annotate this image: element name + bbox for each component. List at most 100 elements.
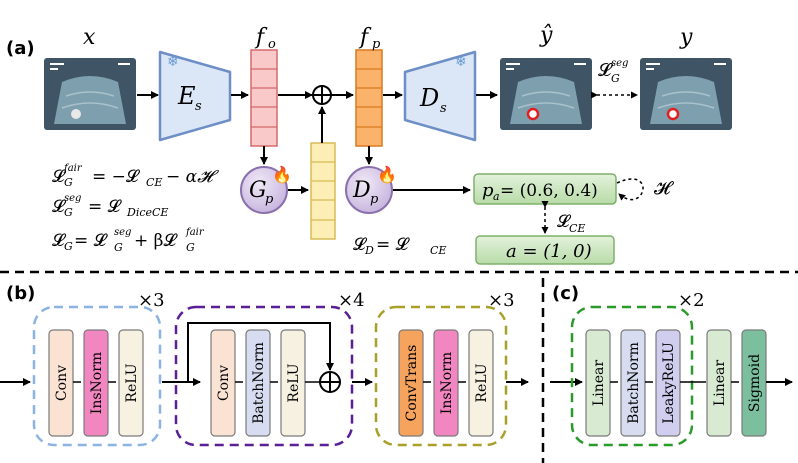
decoder-ds: ❄: [403, 50, 477, 142]
eq-total-seg-sup: seg: [114, 227, 131, 238]
block-conv-b2: [210, 329, 236, 437]
fp-label: f: [358, 25, 372, 50]
block-c1-label-0: Linear: [591, 360, 607, 406]
x-label: x: [83, 25, 96, 50]
group-b1-border: [32, 305, 162, 447]
group-b2-repeat: ×4: [338, 290, 365, 311]
eq-total-beta: + β𝓛: [134, 231, 178, 251]
group-b1-blocks: [48, 329, 144, 437]
eq-disc-ce: CE: [430, 244, 446, 257]
feature-perturbation-column: [310, 142, 336, 240]
skip-connection-arrow: [187, 322, 334, 382]
yhat-label: ŷ: [539, 23, 553, 48]
block-b2-label-0: Conv: [216, 365, 232, 401]
eq-fair-ce: CE: [146, 176, 162, 189]
eq-seg-rhs: = 𝓛: [88, 197, 123, 217]
block-b1-label-1: InsNorm: [89, 352, 105, 414]
a-value: a = (1, 0): [506, 241, 592, 262]
flame-icon-dp: 🔥: [377, 165, 397, 184]
decoder-label: D: [419, 84, 439, 112]
ce-loss-symbol: 𝓛: [557, 212, 572, 232]
block-relu-b2: [280, 329, 306, 437]
block-c-tail-label-0: Linear: [712, 360, 728, 406]
block-relu-b3: [468, 329, 494, 437]
panel-b-label: (b): [6, 283, 35, 304]
group-b3-border: [374, 305, 508, 447]
seg-loss-sub: G: [611, 72, 620, 85]
residual-add-node: [319, 371, 341, 393]
block-batchnorm: [245, 329, 271, 437]
eq-total-seg-sub: G: [114, 241, 123, 254]
feature-fp-column: [355, 49, 383, 147]
eq-seg-dice: DiceCE: [126, 206, 168, 219]
block-b3-label-2: ReLU: [474, 363, 490, 402]
eq-seg-sub: G: [64, 206, 73, 219]
pa-value: = (0.6, 0.4): [500, 181, 598, 201]
block-c-tail-label-1: Sigmoid: [747, 354, 763, 412]
equation-seg: 𝓛 seg G = 𝓛 DiceCE: [52, 193, 168, 219]
input-image-x: [44, 58, 136, 130]
block-insnorm-b3: [433, 329, 459, 437]
discriminator-dp: 🔥: [345, 165, 397, 214]
output-image-yhat: [500, 58, 592, 130]
ce-loss-sub: CE: [569, 222, 585, 235]
group-c1-blocks: [585, 329, 681, 437]
label-box: [475, 235, 615, 265]
dp-label: D: [352, 178, 371, 203]
eq-total-fair-sup: fair: [185, 227, 205, 238]
eq-fair-L: 𝓛: [52, 167, 67, 187]
pa-symbol: p: [482, 180, 494, 201]
block-conv: [48, 329, 74, 437]
gp-sub: p: [265, 192, 274, 207]
group-b3-blocks: [398, 329, 494, 437]
snowflake-icon: ❄: [167, 55, 179, 70]
seg-loss-sup: seg: [611, 58, 628, 69]
block-batchnorm-c: [620, 329, 646, 437]
block-convtrans: [398, 329, 424, 437]
fp-sub: p: [372, 37, 381, 52]
eq-total-rhs: = 𝓛: [74, 231, 109, 251]
block-c1-label-1: BatchNorm: [626, 342, 642, 424]
gp-label: G: [249, 178, 267, 203]
equation-disc: 𝓛 D = 𝓛 CE: [353, 235, 446, 257]
ground-truth-image-y: [640, 58, 732, 130]
entropy-label: 𝓗: [654, 178, 675, 199]
panel-c-label: (c): [552, 283, 579, 304]
eq-fair-sup: fair: [63, 163, 83, 174]
group-b3-repeat: ×3: [488, 290, 515, 311]
y-label: y: [679, 25, 693, 50]
decoder-sub: s: [440, 101, 447, 116]
generator-gp: 🔥: [240, 165, 292, 214]
block-insnorm: [83, 329, 109, 437]
eq-total-fair-sub: G: [186, 241, 195, 254]
entropy-loop-arrow: [616, 178, 644, 201]
eq-fair-sub: G: [64, 176, 73, 189]
eq-disc-L: 𝓛: [353, 235, 368, 255]
eq-fair-tail: − α𝓗: [166, 167, 219, 187]
group-b2-border: [174, 305, 354, 447]
encoder-es: ❄: [158, 50, 232, 142]
eq-seg-L: 𝓛: [52, 197, 67, 217]
block-relu: [118, 329, 144, 437]
eq-disc-sub: D: [364, 244, 374, 257]
encoder-sub: s: [195, 99, 202, 114]
block-b2-label-2: ReLU: [286, 363, 302, 402]
eq-seg-sup: seg: [64, 193, 81, 204]
feature-fo-column: [250, 49, 278, 147]
block-b1-label-0: Conv: [54, 365, 70, 401]
equation-total: 𝓛 G = 𝓛 seg G + β𝓛 fair G: [52, 227, 205, 254]
block-b3-label-1: InsNorm: [439, 352, 455, 414]
block-c1-label-2: LeakyReLU: [661, 342, 677, 424]
snowflake-icon-decoder: ❄: [455, 55, 467, 70]
block-linear: [585, 329, 611, 437]
dp-sub: p: [370, 192, 379, 207]
addition-node: [312, 85, 332, 105]
eq-total-L: 𝓛: [52, 231, 67, 251]
panel-a-label: (a): [6, 38, 35, 59]
group-b1-repeat: ×3: [138, 290, 165, 311]
encoder-label: E: [177, 82, 196, 110]
group-b2-blocks: [210, 329, 306, 437]
group-c-tail-blocks: [706, 329, 767, 437]
block-b1-label-2: ReLU: [124, 363, 140, 402]
fo-sub: o: [268, 37, 276, 52]
